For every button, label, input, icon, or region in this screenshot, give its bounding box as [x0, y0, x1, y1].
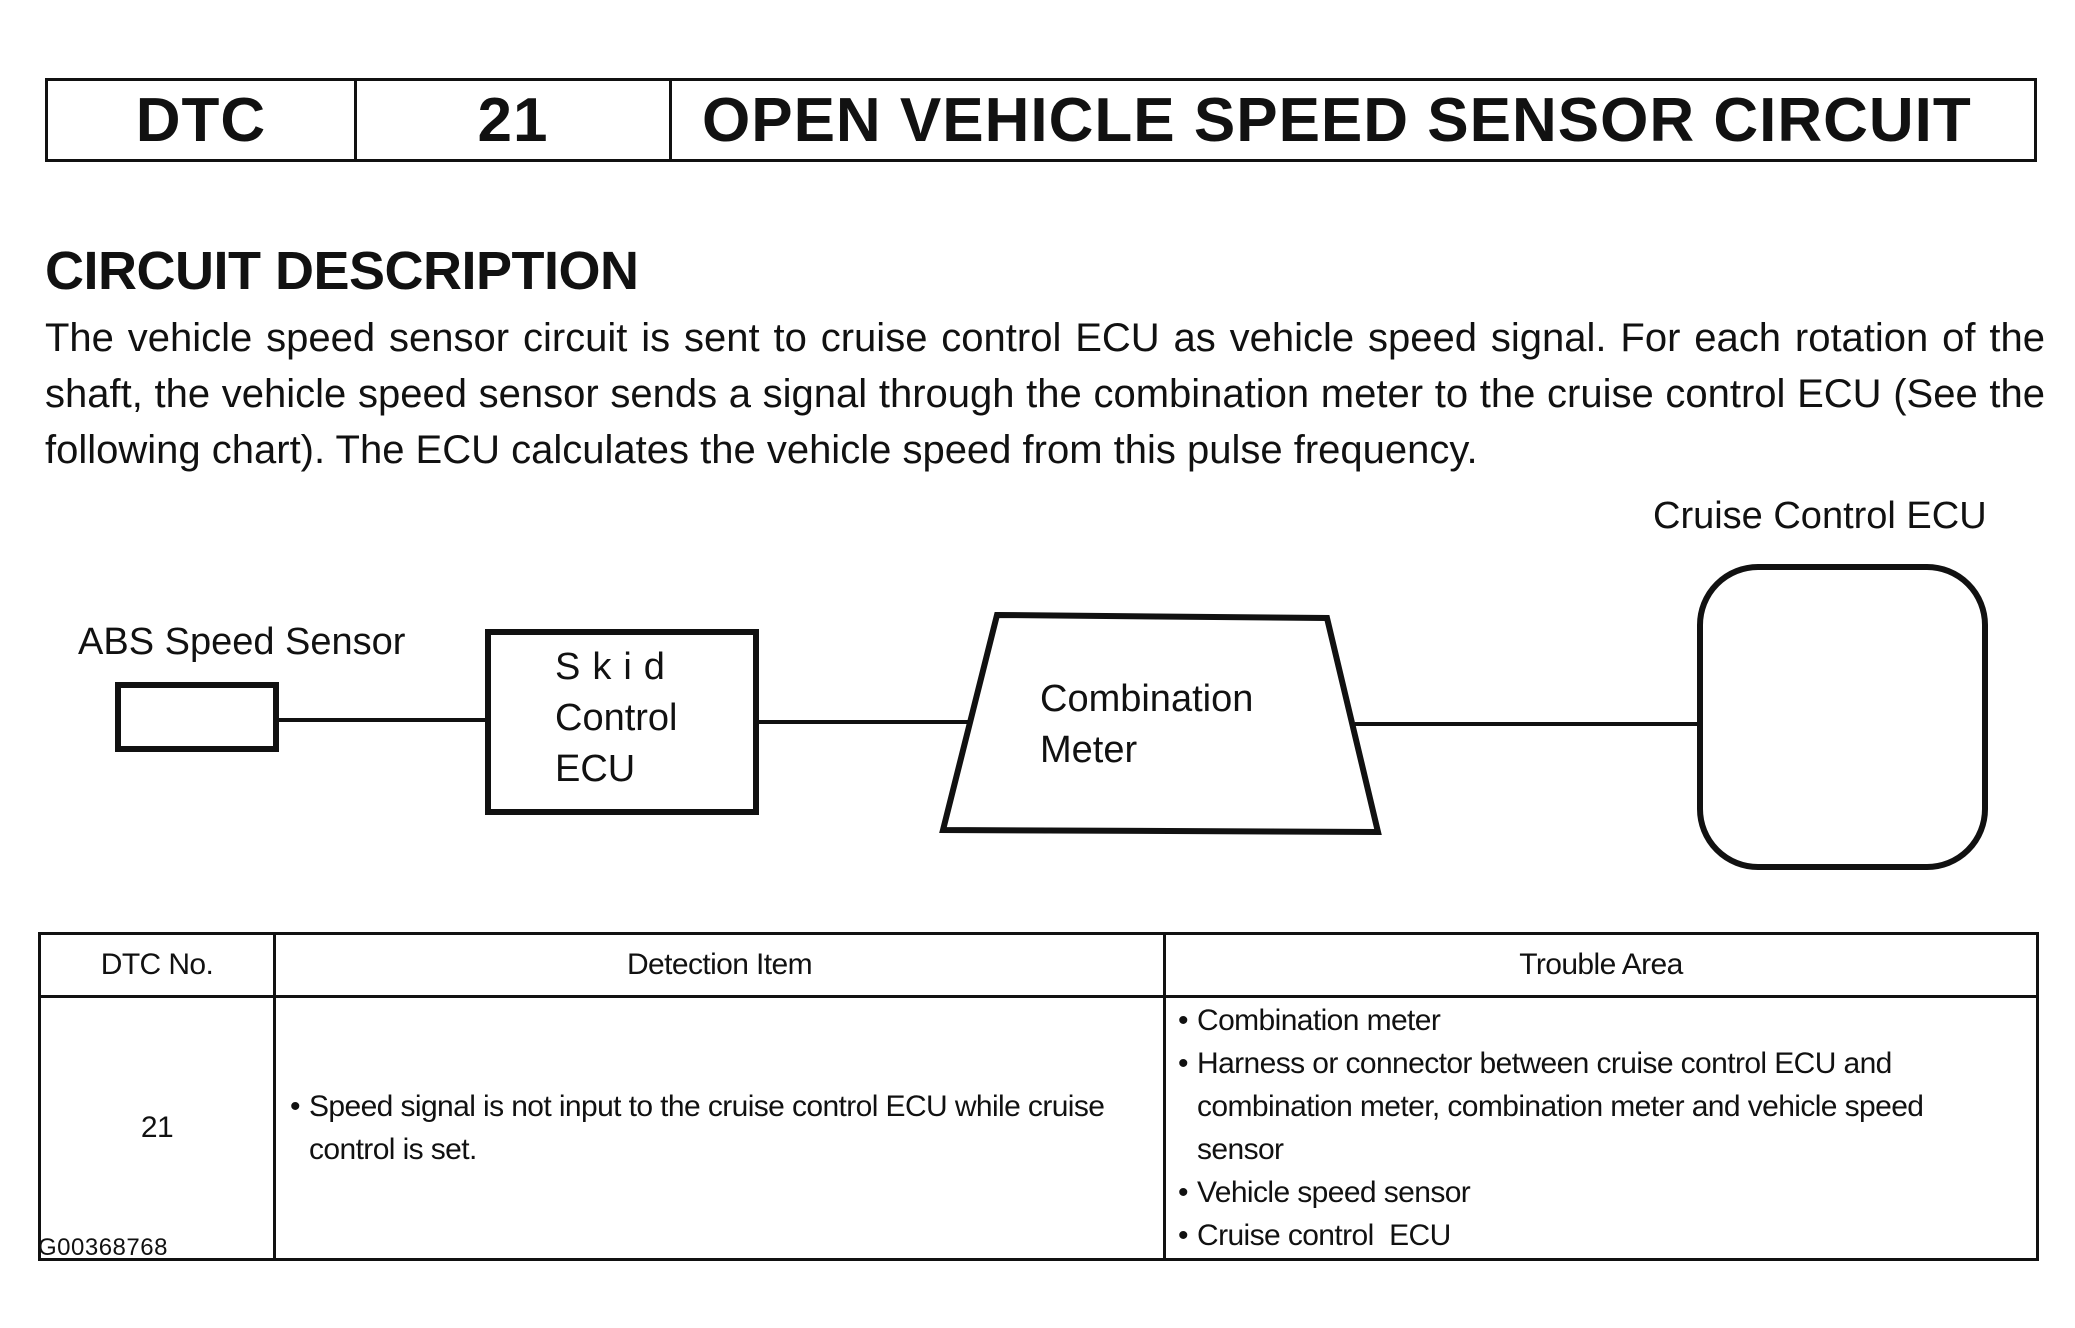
combination-meter-label: Combination Meter — [1040, 674, 1253, 776]
dtc-label: DTC — [48, 81, 357, 159]
circuit-description-heading: CIRCUIT DESCRIPTION — [45, 241, 639, 301]
trouble-area-text: Harness or connector between cruise cont… — [1197, 1047, 1924, 1166]
list-item: •Vehicle speed sensor — [1178, 1176, 1471, 1209]
combination-meter-shape — [939, 611, 1382, 836]
cruise-control-ecu-box — [1697, 564, 1988, 870]
header-trouble-area: Trouble Area — [1163, 932, 2039, 998]
cell-dtc-no: 21 — [38, 995, 276, 1261]
abs-speed-sensor-box — [115, 682, 279, 752]
cell-detection-item: •Speed signal is not input to the cruise… — [273, 995, 1166, 1261]
list-item: •Combination meter — [1178, 1004, 1441, 1037]
trouble-area-text: Vehicle speed sensor — [1197, 1176, 1471, 1209]
combination-meter-line-2: Meter — [1040, 729, 1138, 771]
combination-meter-line-1: Combination — [1040, 678, 1254, 720]
dtc-header-bar: DTC 21 OPEN VEHICLE SPEED SENSOR CIRCUIT — [45, 78, 2037, 162]
dtc-table: DTC No. Detection Item Trouble Area 21 •… — [38, 932, 2039, 1261]
cruise-control-ecu-label: Cruise Control ECU — [1653, 495, 1987, 537]
dtc-code: 21 — [357, 81, 672, 159]
skid-ecu-line-2: Control — [555, 697, 678, 739]
list-item: •Speed signal is not input to the cruise… — [290, 1090, 1105, 1166]
header-dtc-no: DTC No. — [38, 932, 276, 998]
list-item: •Harness or connector between cruise con… — [1178, 1047, 1924, 1166]
trouble-area-list: •Combination meter •Harness or connector… — [1178, 999, 2016, 1257]
header-detection-item: Detection Item — [273, 932, 1166, 998]
trouble-area-text: Combination meter — [1197, 1004, 1441, 1037]
detection-item-text: Speed signal is not input to the cruise … — [309, 1090, 1105, 1166]
dtc-title: OPEN VEHICLE SPEED SENSOR CIRCUIT — [702, 85, 1972, 155]
skid-ecu-line-3: ECU — [555, 748, 636, 790]
abs-speed-sensor-label: ABS Speed Sensor — [78, 621, 406, 663]
skid-control-ecu-label: Skid Control ECU — [555, 642, 678, 795]
skid-control-ecu-box — [485, 629, 759, 815]
list-item: •Cruise control ECU — [1178, 1219, 1451, 1252]
circuit-diagram: ABS Speed Sensor Skid Control ECU Combin… — [0, 480, 2075, 910]
detection-item-list: •Speed signal is not input to the cruise… — [290, 1085, 1143, 1171]
circuit-description-text: The vehicle speed sensor circuit is sent… — [45, 316, 2045, 472]
table-header-row: DTC No. Detection Item Trouble Area — [38, 932, 2039, 998]
trouble-area-text: Cruise control ECU — [1197, 1219, 1451, 1252]
skid-ecu-line-1: Skid — [555, 646, 677, 688]
cell-trouble-area: •Combination meter •Harness or connector… — [1163, 995, 2039, 1261]
document-id: G00368768 — [38, 1234, 168, 1261]
circuit-diagram-drawing — [115, 564, 1988, 870]
table-row: 21 •Speed signal is not input to the cru… — [38, 995, 2039, 1261]
